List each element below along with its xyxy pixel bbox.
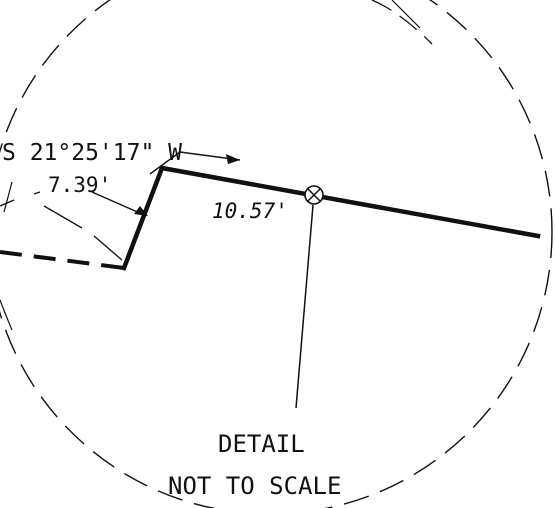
jog-segment <box>121 165 165 271</box>
left-arc-tick-2 <box>0 299 13 331</box>
detail-leader-line <box>295 204 314 409</box>
outer-arc-fragment <box>371 0 433 45</box>
distance-short-label: 7.39' <box>48 173 111 197</box>
bearing-leader-line <box>91 191 143 215</box>
distance-long-label: 10.57' <box>212 199 288 223</box>
direction-arrowhead <box>226 154 240 164</box>
outer-arc-fragment-2 <box>391 0 421 29</box>
direction-arrow-line <box>149 151 241 175</box>
dashed-boundary-line <box>0 250 125 270</box>
monument-symbol <box>304 185 324 205</box>
detail-label: DETAIL <box>218 430 305 458</box>
bearing-leader-arrowhead <box>134 206 148 216</box>
left-arc-tick <box>3 181 13 213</box>
scale-note: NOT TO SCALE <box>168 472 341 500</box>
bearing-label: S 21°25'17" W <box>2 140 182 166</box>
left-dash-dot-leader <box>0 191 123 261</box>
main-boundary-line <box>159 165 541 239</box>
